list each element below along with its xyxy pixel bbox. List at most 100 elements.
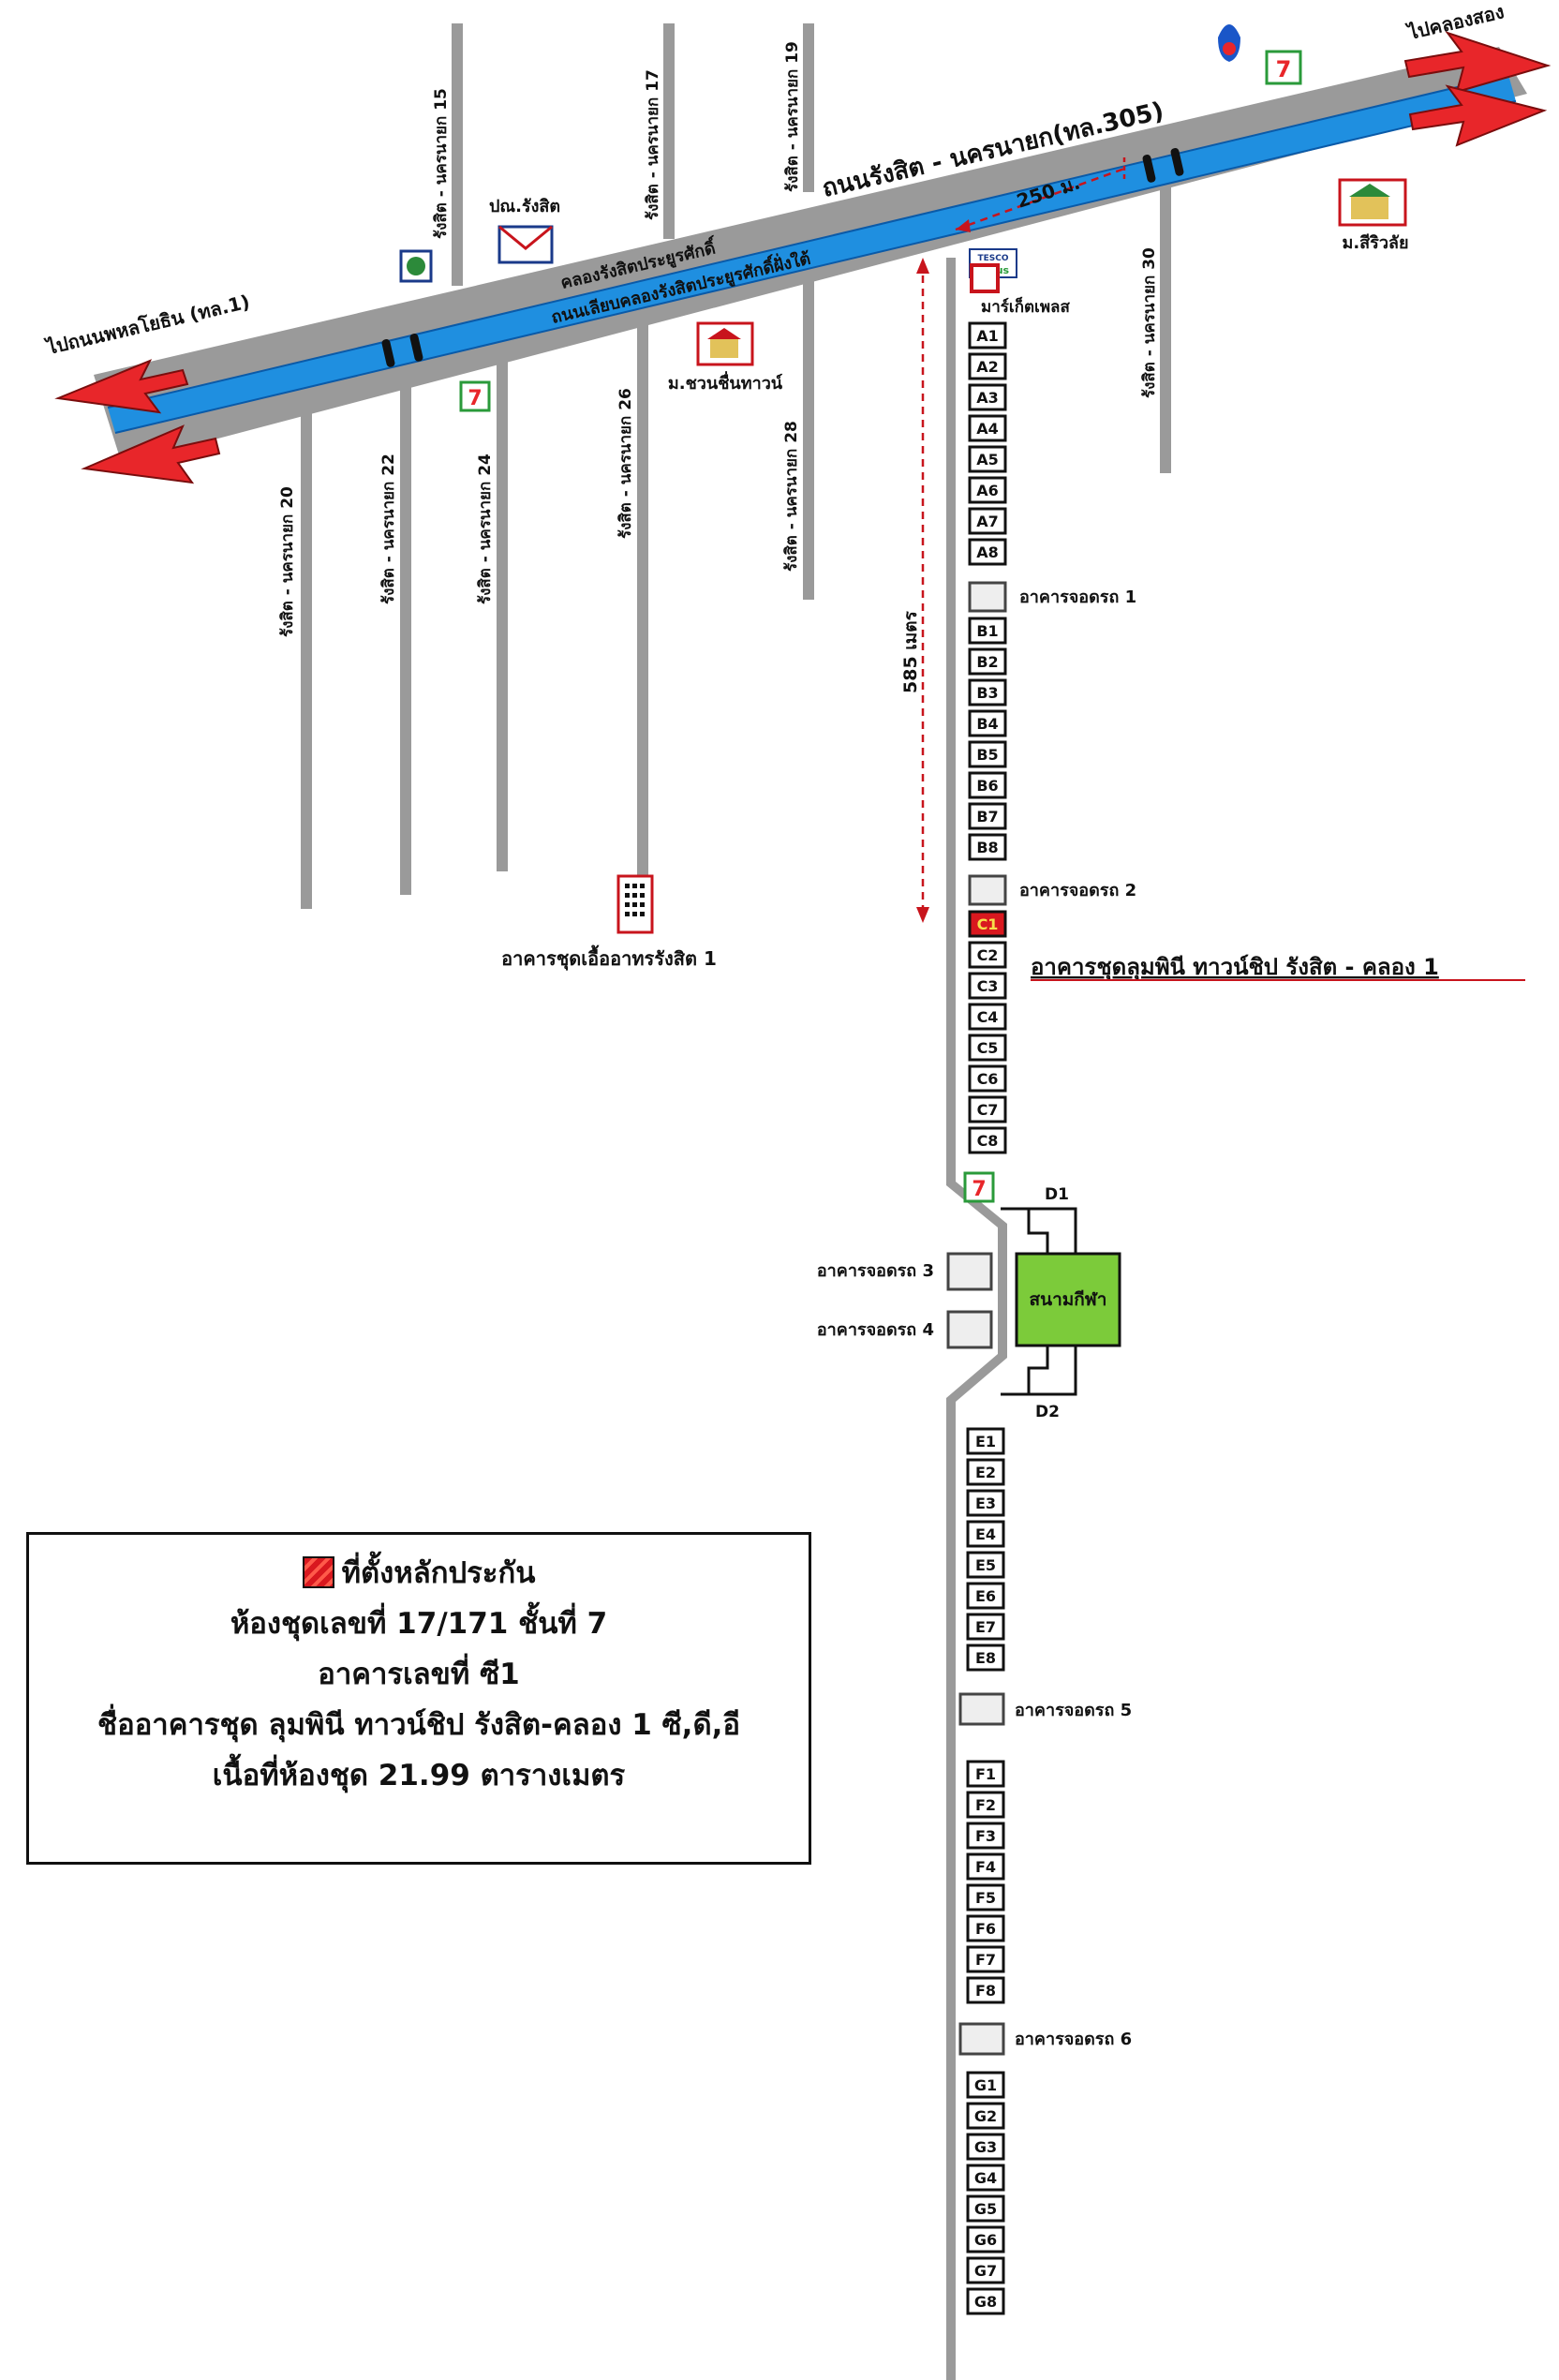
park-icon bbox=[399, 249, 433, 283]
building-f2-block bbox=[966, 1791, 1005, 1819]
arrow-east-icon bbox=[1403, 31, 1552, 94]
building-f6-label: F6 bbox=[975, 1920, 996, 1938]
building-a3-block bbox=[968, 383, 1007, 411]
market-place-label: มาร์เก็ตเพลส bbox=[981, 295, 1070, 317]
building-b7-block bbox=[968, 802, 1007, 830]
building-d1-label: D1 bbox=[1045, 1185, 1069, 1204]
building-e4-block bbox=[966, 1520, 1005, 1548]
sports-field bbox=[1015, 1252, 1121, 1347]
chuan-chuen-label: ม.ชวนชื่นทาวน์ bbox=[668, 371, 783, 394]
parking-3-square bbox=[946, 1252, 993, 1291]
building-c2-label: C2 bbox=[977, 946, 999, 964]
parking-1-label: อาคารจอดรถ 1 bbox=[1019, 588, 1136, 607]
building-c1-block bbox=[968, 910, 1007, 938]
building-a1-label: A1 bbox=[976, 327, 999, 345]
building-c5-label: C5 bbox=[977, 1039, 999, 1057]
building-a8-block bbox=[968, 538, 1007, 566]
parking-1-square bbox=[968, 581, 1007, 613]
building-b8-block bbox=[968, 833, 1007, 861]
building-c4-block bbox=[968, 1003, 1007, 1031]
legend-room-area: เนื้อที่ห้องชุด 21.99 ตารางเมตร bbox=[212, 1759, 626, 1792]
building-e7-label: E7 bbox=[975, 1618, 996, 1636]
building-g7-label: G7 bbox=[974, 2262, 997, 2280]
building-b1-block bbox=[968, 617, 1007, 645]
seven-eleven-icon: 7 bbox=[963, 1171, 995, 1203]
building-f4-block bbox=[966, 1852, 1005, 1881]
building-a7-label: A7 bbox=[976, 513, 999, 530]
apartment-building-icon bbox=[616, 874, 654, 934]
soi-15-road bbox=[452, 23, 463, 286]
building-f1-label: F1 bbox=[975, 1765, 996, 1783]
building-f8-label: F8 bbox=[975, 1982, 996, 2000]
legend-building-number: อาคารเลขที่ ซี1 bbox=[318, 1658, 520, 1691]
canal bbox=[108, 75, 1516, 433]
university-label: ม.สีริวลัย bbox=[1342, 233, 1408, 253]
building-b3-block bbox=[968, 678, 1007, 707]
soi-30-label: รังสิต - นครนายก 30 bbox=[1140, 247, 1159, 398]
distance-585-label: 585 เมตร bbox=[900, 610, 921, 693]
bridge-marker bbox=[381, 339, 395, 367]
building-c3-block bbox=[968, 972, 1007, 1000]
building-a3-label: A3 bbox=[976, 389, 999, 407]
building-a5-label: A5 bbox=[976, 451, 999, 469]
d-block-bottom bbox=[1001, 1346, 1077, 1396]
gas-station-icon bbox=[1218, 24, 1240, 62]
svg-text:7: 7 bbox=[468, 387, 482, 410]
soi-28-label: รังสิต - นครนายก 28 bbox=[782, 421, 801, 572]
building-b4-block bbox=[968, 709, 1007, 737]
bridge-marker bbox=[409, 334, 423, 362]
building-f7-label: F7 bbox=[975, 1951, 996, 1969]
building-c2-block bbox=[968, 941, 1007, 969]
building-e2-label: E2 bbox=[975, 1464, 996, 1481]
building-b3-label: B3 bbox=[976, 684, 998, 702]
legend-title-row: ที่ตั้งหลักประกัน bbox=[29, 1548, 809, 1599]
building-g6-label: G6 bbox=[974, 2231, 997, 2249]
building-b6-block bbox=[968, 771, 1007, 799]
building-g5-block bbox=[966, 2194, 1005, 2223]
parking-6-label: อาคารจอดรถ 6 bbox=[1015, 2030, 1132, 2049]
building-g5-label: G5 bbox=[974, 2200, 997, 2218]
building-f8-block bbox=[966, 1976, 1005, 2004]
building-a4-block bbox=[968, 414, 1007, 442]
building-g4-block bbox=[966, 2164, 1005, 2192]
building-c7-block bbox=[968, 1095, 1007, 1123]
building-f3-block bbox=[966, 1822, 1005, 1850]
building-e5-block bbox=[966, 1551, 1005, 1579]
building-g8-label: G8 bbox=[974, 2293, 997, 2311]
building-a2-label: A2 bbox=[976, 358, 999, 376]
building-g1-label: G1 bbox=[974, 2076, 997, 2094]
building-f7-block bbox=[966, 1945, 1005, 1973]
legend-condo-name: ชื่ออาคารชุด ลุมพินี ทาวน์ชิป รังสิต-คลอ… bbox=[97, 1708, 740, 1742]
collateral-swatch-icon bbox=[302, 1556, 334, 1588]
project-name-label: อาคารชุดลุมพินี ทาวน์ชิป รังสิต - คลอง 1 bbox=[1031, 954, 1439, 982]
building-e4-label: E4 bbox=[975, 1525, 996, 1543]
soi-22-label: รังสิต - นครนายก 22 bbox=[379, 454, 398, 604]
housing-estate-icon bbox=[696, 321, 754, 366]
building-e1-label: E1 bbox=[975, 1433, 996, 1450]
seven-eleven-icon: 7 bbox=[459, 380, 491, 412]
soi-24-label: รังสิต - นครนายก 24 bbox=[476, 454, 495, 604]
d-block-top bbox=[1001, 1207, 1077, 1254]
building-g2-block bbox=[966, 2102, 1005, 2130]
building-b4-label: B4 bbox=[976, 715, 998, 733]
building-c5-block bbox=[968, 1034, 1007, 1062]
ua-building-label: อาคารชุดเอื้ออาทรรังสิต 1 bbox=[501, 945, 717, 971]
building-c6-block bbox=[968, 1064, 1007, 1093]
soi-15-label: รังสิต - นครนายก 15 bbox=[432, 88, 451, 239]
building-e8-block bbox=[966, 1644, 1005, 1672]
building-e3-block bbox=[966, 1489, 1005, 1517]
building-a5-block bbox=[968, 445, 1007, 473]
building-b6-label: B6 bbox=[976, 777, 998, 795]
legend-title: ที่ตั้งหลักประกัน bbox=[341, 1556, 536, 1590]
building-f5-block bbox=[966, 1883, 1005, 1911]
building-g3-block bbox=[966, 2133, 1005, 2161]
bridge-marker bbox=[1142, 155, 1156, 183]
building-b2-block bbox=[968, 647, 1007, 676]
soi-17-label: รังสิต - นครนายก 17 bbox=[644, 69, 662, 220]
bridge-marker bbox=[1170, 148, 1184, 176]
parking-2-square bbox=[968, 874, 1007, 906]
building-e3-label: E3 bbox=[975, 1495, 996, 1512]
building-g2-label: G2 bbox=[974, 2107, 997, 2125]
parking-6-square bbox=[958, 2022, 1005, 2056]
